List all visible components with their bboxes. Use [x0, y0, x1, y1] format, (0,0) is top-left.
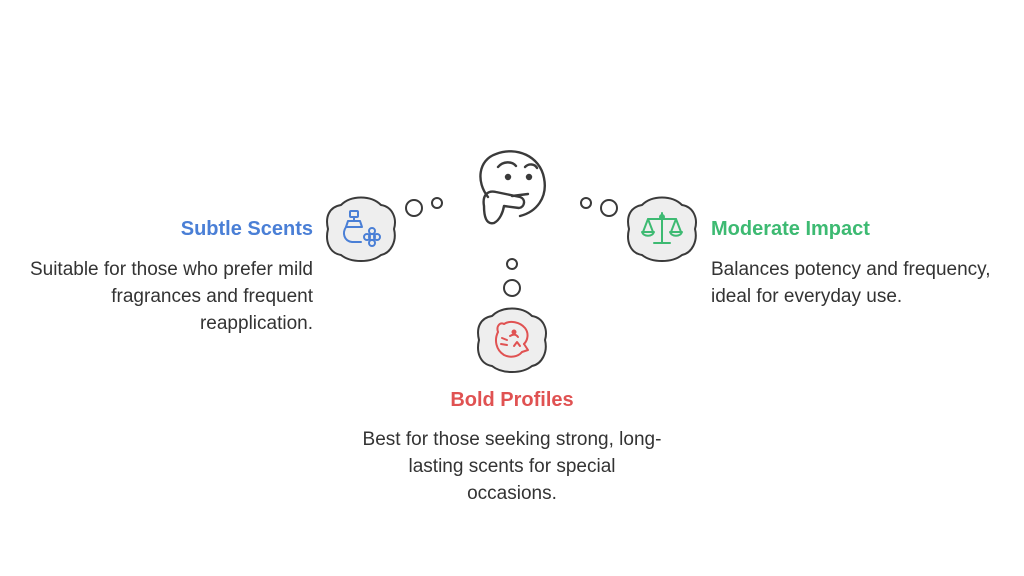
- roaring-tiger-icon: [495, 320, 529, 358]
- moderate-title: Moderate Impact: [711, 218, 870, 240]
- moderate-description: Balances potency and frequency, ideal fo…: [711, 259, 991, 307]
- perfume-flower-icon: [343, 210, 381, 247]
- thought-dot: [405, 199, 423, 217]
- thought-dot: [506, 258, 518, 270]
- bold-cloud: [477, 307, 547, 373]
- thought-dot: [431, 197, 443, 209]
- subtle-title: Subtle Scents: [180, 218, 313, 240]
- thought-dot: [580, 197, 592, 209]
- thought-dot: [503, 279, 521, 297]
- subtle-cloud: [326, 196, 396, 262]
- balance-scale-icon: [641, 212, 683, 244]
- bold-title: Bold Profiles: [450, 389, 574, 411]
- bold-description: Best for those seeking strong, long-last…: [362, 429, 662, 504]
- thinking-face-icon: [479, 150, 546, 225]
- thought-dot: [600, 199, 618, 217]
- subtle-description: Suitable for those who prefer mild fragr…: [29, 259, 313, 334]
- moderate-cloud: [627, 196, 697, 262]
